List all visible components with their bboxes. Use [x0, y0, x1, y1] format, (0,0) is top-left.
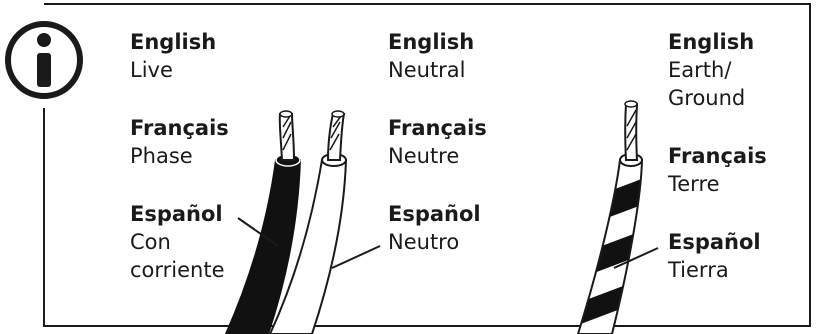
live-wire — [224, 110, 302, 334]
lang-label: Français — [130, 116, 229, 140]
term-label: Neutral — [388, 58, 466, 82]
earth-wire — [576, 100, 644, 334]
lang-label: English — [130, 30, 217, 54]
leader-live — [237, 217, 279, 247]
term-label: Phase — [130, 144, 193, 168]
frame — [43, 3, 811, 327]
leader-earth — [613, 247, 659, 269]
earth-french: Français Terre — [668, 142, 767, 198]
lang-label: English — [668, 30, 755, 54]
live-english: English Live — [130, 28, 216, 84]
info-icon — [5, 21, 83, 99]
neutral-spanish: Español Neutro — [388, 200, 481, 256]
term-label: Earth/ Ground — [668, 58, 746, 110]
term-label: Neutre — [388, 144, 460, 168]
earth-english: English Earth/ Ground — [668, 28, 754, 112]
neutral-french: Français Neutre — [388, 114, 487, 170]
lang-label: Français — [668, 144, 767, 168]
term-label: Terre — [668, 172, 720, 196]
term-label: Con corriente — [130, 230, 225, 282]
lang-label: Español — [668, 230, 761, 254]
lang-label: Español — [388, 202, 481, 226]
live-spanish: Español Con corriente — [130, 200, 225, 284]
neutral-english: English Neutral — [388, 28, 474, 84]
neutral-wire — [268, 110, 348, 334]
earth-spanish: Español Tierra — [668, 228, 761, 284]
live-french: Français Phase — [130, 114, 229, 170]
term-label: Tierra — [668, 258, 729, 282]
term-label: Live — [130, 58, 173, 82]
lang-label: English — [388, 30, 475, 54]
lang-label: Français — [388, 116, 487, 140]
lang-label: Español — [130, 202, 223, 226]
term-label: Neutro — [388, 230, 460, 254]
leader-neutral — [331, 245, 381, 269]
